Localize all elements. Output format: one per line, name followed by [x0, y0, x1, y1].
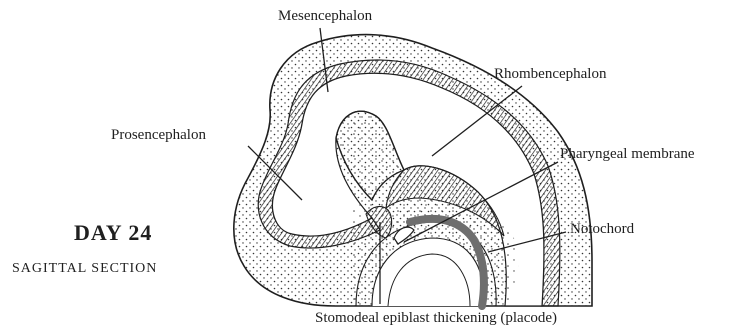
label-notochord: Notochord: [570, 221, 635, 237]
caption-section: SAGITTAL SECTION: [12, 261, 157, 276]
label-stomodeal: Stomodeal epiblast thickening (placode): [315, 310, 557, 326]
label-mesencephalon: Mesencephalon: [278, 8, 373, 24]
caption-day: DAY 24: [74, 220, 152, 245]
label-rhombencephalon: Rhombencephalon: [494, 66, 607, 82]
label-pharyngeal-membrane: Pharyngeal membrane: [560, 146, 695, 162]
label-prosencephalon: Prosencephalon: [111, 127, 206, 143]
